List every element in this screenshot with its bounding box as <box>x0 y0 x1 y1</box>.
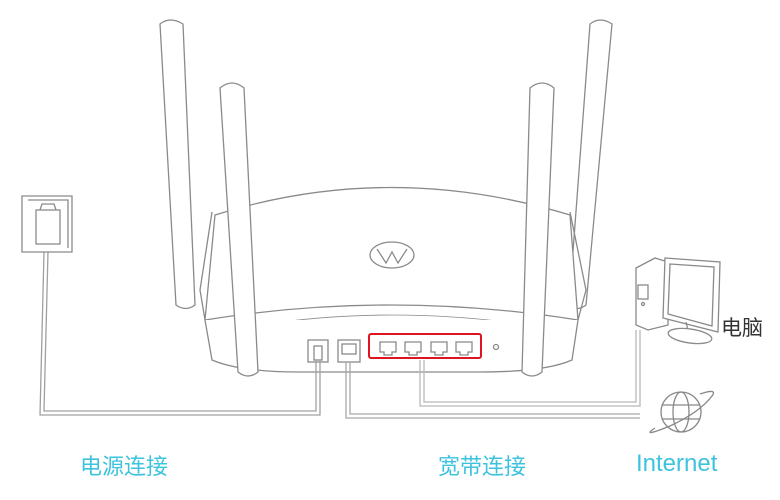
lan-ports-highlight <box>368 333 482 359</box>
reset-button <box>492 343 500 351</box>
power-connection-label: 电源连接 <box>80 455 169 480</box>
antenna-right-inner <box>521 82 555 377</box>
antenna-left-inner <box>219 82 259 377</box>
lan-ports <box>379 341 473 356</box>
internet-label: Internet <box>636 450 718 477</box>
wan-port <box>337 339 361 363</box>
broadband-connection-label: 宽带连接 <box>438 455 527 480</box>
antenna-right-outer <box>568 19 613 310</box>
brand-logo <box>369 241 415 269</box>
wan-cable <box>345 362 640 419</box>
lan-cable <box>419 330 641 407</box>
wall-socket-icon <box>21 195 73 253</box>
power-cable <box>39 251 321 416</box>
antenna-left-outer <box>159 19 196 310</box>
computer-icon <box>635 257 721 345</box>
computer-label: 电脑 <box>721 316 763 340</box>
globe-icon <box>649 390 715 434</box>
power-port <box>307 339 329 363</box>
